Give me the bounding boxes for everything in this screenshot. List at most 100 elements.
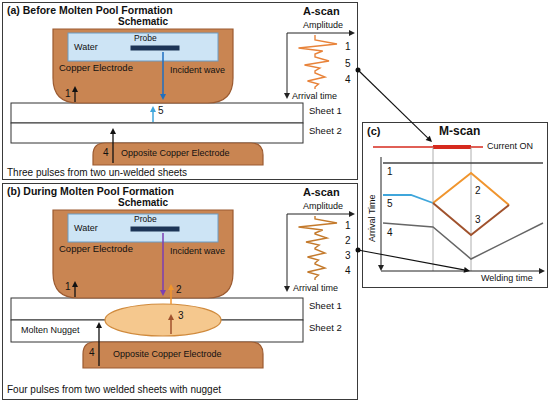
callout-number: 1 [387,166,393,178]
text-label: Schematic [118,16,168,28]
panel-heading: (c) [367,125,380,138]
time-marker [433,147,434,271]
axis [287,33,288,93]
electrode-label: Copper Electrode [59,244,133,255]
echo-trace [433,173,509,205]
arrowhead [378,265,384,271]
probe [131,227,179,231]
electrode-label: Opposite Copper Electrode [121,148,230,158]
arrowhead [349,211,355,217]
callout-number: 2 [345,235,351,247]
text-label: Arrival Time [367,194,377,242]
axis [381,157,382,265]
electrode-body [53,29,233,103]
text-label: Molten Nugget [21,325,80,335]
echo-trace [383,223,543,259]
callout-number: 4 [345,74,351,86]
water-label: Water [74,42,98,52]
water-fill [68,33,218,61]
echo-arrow [170,290,172,304]
callout-number: 5 [158,105,164,117]
sheet [11,103,303,123]
arrowhead [160,290,166,296]
a-scan-signal [299,35,338,89]
callout-number: 3 [345,250,351,262]
arrowhead [426,136,432,142]
echo-arrow [74,287,75,297]
text-label: Arrival time [292,91,337,101]
shape-outline [105,304,221,336]
water-fill [68,214,218,242]
panel-caption: Four pulses from two welded sheets with … [7,384,221,396]
arrowhead [168,314,174,320]
callout-number: 4 [89,347,95,359]
arrowhead [539,268,545,274]
text-label: A-scan [303,5,340,18]
arrowhead [150,106,156,112]
callout-number: 5 [345,58,351,70]
probe [131,46,179,50]
panel-heading: (b) During Molten Pool Formation [7,185,174,197]
leader-line [358,250,464,270]
callout-number: 1 [65,88,71,100]
text-label: Incident wave [170,246,225,256]
incident-wave [162,233,164,290]
echo-trace [383,162,543,164]
electrode-label: Copper Electrode [59,63,133,74]
leader-line [358,70,428,138]
axis [381,271,539,272]
electrode-body [83,342,263,368]
arrowhead [96,322,102,328]
electrode-body [93,143,263,165]
sheet [11,123,303,143]
arrowhead [284,286,290,292]
callout-number: 3 [178,310,184,322]
text-label: Probe [134,34,157,44]
a-scan-signal [299,216,338,280]
echo-arrow [112,134,113,163]
callout-number: 1 [345,220,351,232]
callout-number: 4 [345,265,351,277]
arrowhead [72,86,78,92]
nugget-fill [105,304,221,336]
echo-arrow [170,320,172,334]
molten-nugget: 3 [105,304,221,336]
text-label: Amplitude [303,20,343,30]
panel-caption: Three pulses from two un-welded sheets [7,167,187,179]
text-label: A-scan [303,186,340,199]
callout-number: 2 [176,284,182,296]
callout-number: 1 [65,281,71,293]
echo-arrow [98,328,99,366]
water-label: Water [74,223,98,233]
echo-arrow [74,92,75,102]
incident-wave [162,52,164,94]
axis [287,33,349,34]
opposite-electrode: Opposite Copper Electrode [83,342,263,368]
callout-number: 5 [387,198,393,210]
arrowhead [72,281,78,287]
text-label: Incident wave [170,65,225,75]
callout-number: 3 [475,214,481,226]
callout-number: 4 [103,147,109,159]
figure-panel: (c)M-scanCurrent ONArrival TimeWelding t… [362,122,548,288]
electrode-body [53,210,233,298]
text-label: Amplitude [303,201,343,211]
echo-arrow [152,112,154,122]
callout-number: 2 [475,185,481,197]
text-label: Probe [134,215,157,225]
time-marker [471,147,472,271]
callout-number: 1 [345,41,351,53]
text-label: Sheet 1 [309,301,342,312]
current-line [373,146,483,148]
figure-panel: (a) Before Molten Pool FormationThree pu… [2,2,358,180]
electrode-label: Opposite Copper Electrode [113,349,222,359]
arrowhead [464,267,470,273]
axis [287,214,349,215]
current-on-bar [433,145,471,149]
panel-caption: M-scan [439,125,480,139]
arrowhead [168,284,174,290]
axis [287,214,288,286]
text-label: Schematic [118,197,168,209]
panel-heading: (a) Before Molten Pool Formation [7,4,173,16]
